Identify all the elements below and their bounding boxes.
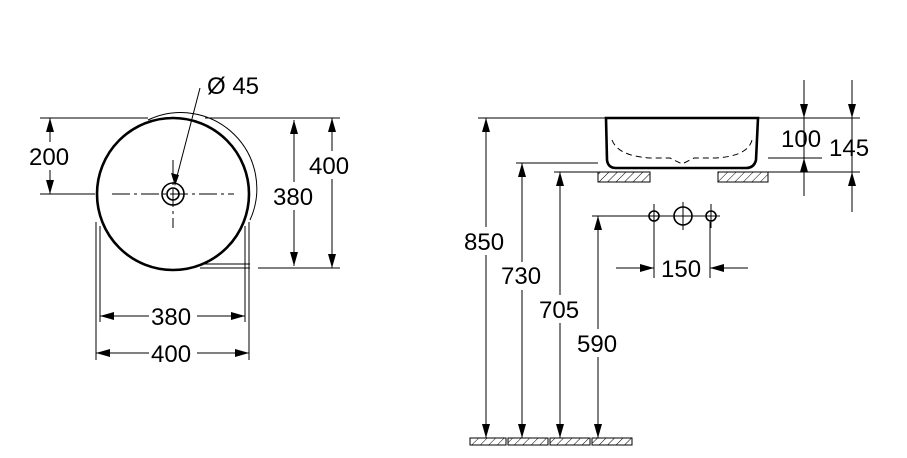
countertop-left xyxy=(597,171,651,183)
dim-label-850: 850 xyxy=(464,229,504,256)
arrow-850-bottom xyxy=(482,424,490,438)
drain-leader-line xyxy=(174,87,201,185)
arrow-145-top xyxy=(848,104,856,118)
arrow-150-right xyxy=(710,264,724,272)
dim-label-400-vertical: 400 xyxy=(309,153,349,180)
label-bg-400v xyxy=(310,151,356,179)
dim-label-145: 145 xyxy=(829,135,869,162)
dim-label-400-horizontal: 400 xyxy=(151,341,191,368)
arrow-705-bottom xyxy=(556,424,564,438)
floor-pad-2 xyxy=(507,437,549,446)
dim-label-150: 150 xyxy=(661,256,701,283)
arrow-400v-bottom xyxy=(328,254,336,268)
basin-inner-hidden xyxy=(611,139,753,165)
label-bg-850 xyxy=(462,227,510,255)
arrow-380v-top xyxy=(290,120,298,134)
label-bg-590 xyxy=(576,329,624,357)
drain-diameter-label: Ø 45 xyxy=(207,73,259,100)
label-bg-380h xyxy=(149,302,197,330)
arrow-590-bottom xyxy=(594,424,602,438)
countertop-right xyxy=(717,171,769,183)
basin-profile xyxy=(604,116,760,170)
drain-inner xyxy=(166,187,180,201)
dim-label-380-vertical: 380 xyxy=(273,184,313,211)
arrow-730-bottom xyxy=(518,424,526,438)
dim-label-590: 590 xyxy=(577,331,617,358)
arrow-380v-bottom xyxy=(290,252,298,266)
label-bg-730 xyxy=(500,262,548,290)
arrow-200-bottom xyxy=(46,180,54,194)
arrow-590-top xyxy=(594,216,602,230)
basin-outer-circle xyxy=(95,116,251,272)
dim-label-200: 200 xyxy=(29,144,69,171)
arrow-400h-right xyxy=(235,349,249,357)
label-bg-200 xyxy=(26,142,76,170)
drain-outer xyxy=(161,182,185,206)
arrow-380h-left xyxy=(100,312,114,320)
arrow-400v-top xyxy=(328,118,336,132)
top-view: Ø 45 200 380 400 380 xyxy=(26,73,356,368)
arrow-100-top xyxy=(800,104,808,118)
arrow-200-top xyxy=(46,118,54,132)
basin-rim-arc xyxy=(147,112,258,221)
arrow-150-left xyxy=(640,264,654,272)
label-bg-705 xyxy=(538,295,586,323)
dim-label-380-horizontal: 380 xyxy=(151,304,191,331)
dim-label-100: 100 xyxy=(781,126,821,153)
arrow-400h-left xyxy=(96,349,110,357)
label-bg-400h xyxy=(149,339,197,367)
dim-label-730: 730 xyxy=(501,263,541,290)
floor-pad-3 xyxy=(549,437,591,446)
floor-pad-1 xyxy=(469,437,507,446)
dim-label-705: 705 xyxy=(539,297,579,324)
arrow-100-bottom xyxy=(800,158,808,172)
arrow-705-top xyxy=(556,172,564,186)
arrow-380h-right xyxy=(231,312,245,320)
drain-leader-arrow xyxy=(171,173,179,186)
arrow-730-top xyxy=(518,163,526,177)
arrow-145-bottom xyxy=(848,172,856,186)
label-bg-380v xyxy=(272,182,318,210)
arrow-850-top xyxy=(482,118,490,132)
floor-pad-4 xyxy=(591,437,633,446)
side-view: 100 145 850 730 705 590 xyxy=(462,80,869,446)
